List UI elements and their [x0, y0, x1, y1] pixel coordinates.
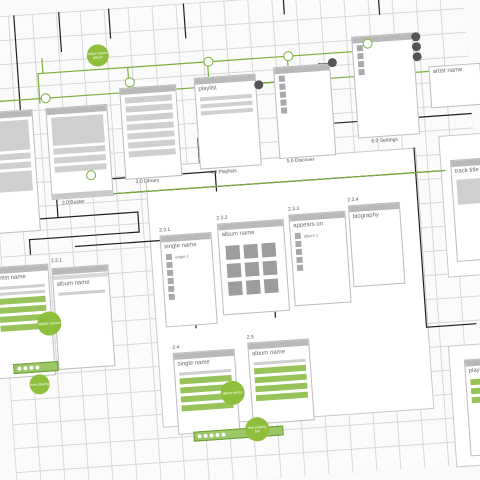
album-item: album 1 — [303, 232, 319, 239]
id-left: 2.2.1 — [50, 257, 63, 265]
id-albums-grid: 2.3.3 — [287, 205, 300, 213]
right-title: artist name — [432, 67, 463, 76]
left-artist-name: artist name — [0, 274, 26, 283]
id-album: 2.3.1 — [158, 226, 171, 234]
screen-playlists: playlist — [193, 73, 262, 170]
id-album-detail: 2.5 — [246, 334, 254, 341]
screen-library — [119, 84, 183, 180]
single-item: single 1 — [174, 253, 189, 260]
id-biography: 2.3.4 — [347, 196, 359, 204]
screen-appears-on: appears on album 1 — [288, 210, 352, 307]
screen-albums-grid: album name — [216, 218, 291, 316]
album-grid — [225, 242, 281, 296]
biography-title: biography — [352, 212, 380, 221]
screen-single-list: single name single 1 — [159, 231, 218, 328]
screen-settings — [351, 32, 421, 139]
screen-right: artist name — [428, 62, 480, 109]
screen-biography: biography — [347, 201, 406, 288]
id-single-detail: 2.4 — [172, 344, 180, 351]
screen-album-detail: album name — [247, 338, 315, 425]
right-playlist-title: playlist — [468, 367, 480, 375]
screen-buster — [45, 103, 114, 201]
screen-discover — [273, 63, 337, 160]
right-track-title: track title — [454, 167, 479, 175]
single-name: single name — [164, 242, 197, 251]
screen-left-album: album name — [51, 264, 116, 370]
id-albums: 2.3.2 — [216, 214, 228, 222]
